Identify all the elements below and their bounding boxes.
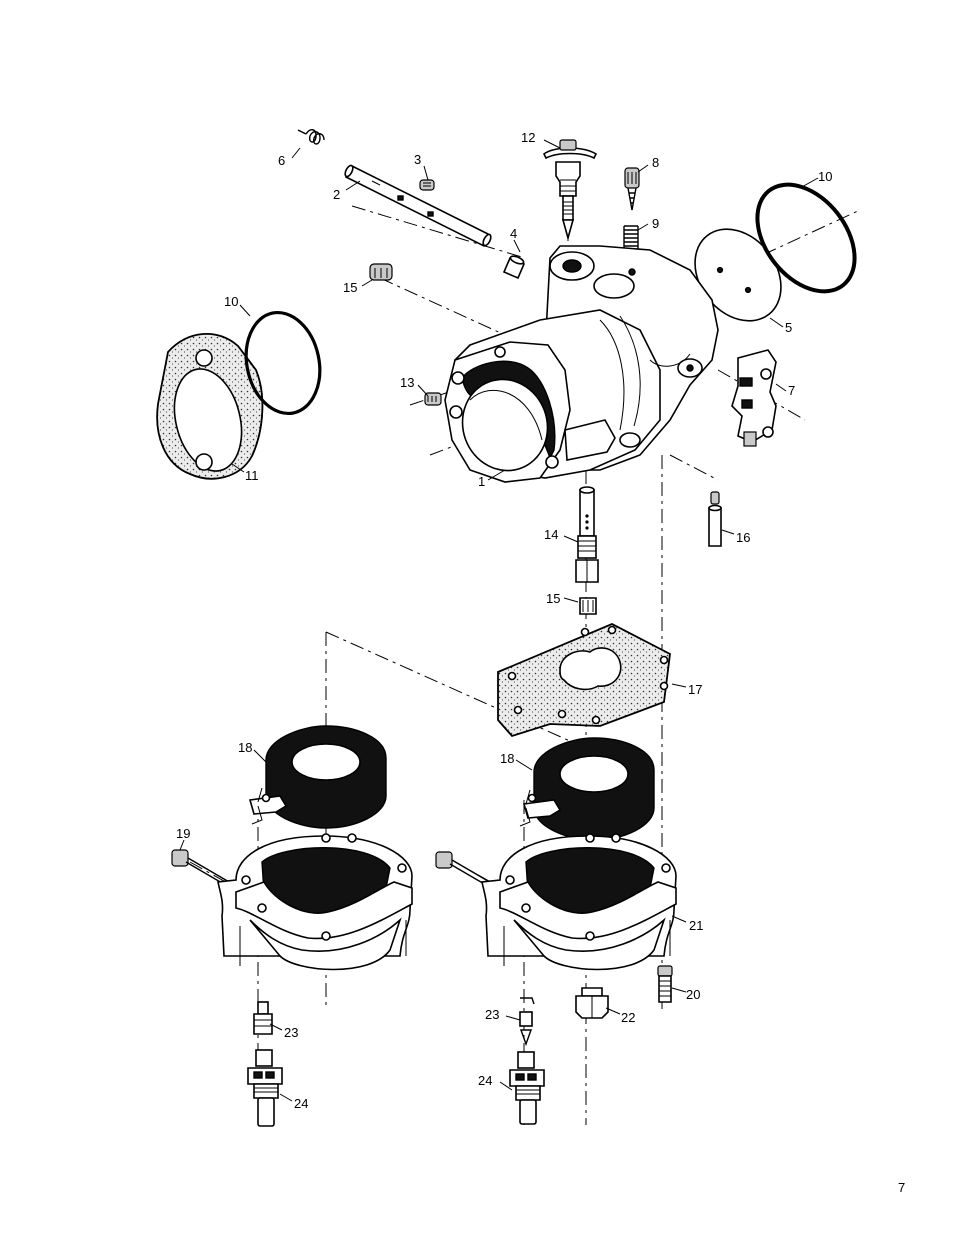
callout-21: 21 — [689, 918, 703, 933]
callout-12: 12 — [521, 130, 535, 145]
part-drain-plug-22 — [575, 987, 609, 1019]
part-screw-8 — [624, 167, 640, 211]
callout-5: 5 — [785, 320, 792, 335]
part-seat-24-left — [247, 1049, 283, 1127]
callout-2: 2 — [333, 187, 340, 202]
part-needle-23-left — [253, 1001, 273, 1035]
part-carburetor-body-1 — [444, 245, 719, 483]
callout-8: 8 — [652, 155, 659, 170]
part-spring-9 — [623, 225, 639, 251]
part-throttle-shaft-2 — [344, 164, 492, 248]
part-o-ring-10-upper — [755, 182, 857, 294]
callout-24-right: 24 — [478, 1073, 492, 1088]
part-o-ring-10-left — [244, 310, 322, 416]
callout-18-left: 18 — [238, 740, 252, 755]
callout-6: 6 — [278, 153, 285, 168]
part-seat-24-right — [509, 1051, 545, 1125]
callout-labels: 1 2 3 4 5 6 7 8 9 10 10 11 12 13 14 15 1… — [176, 130, 832, 1111]
callout-23-right: 23 — [485, 1007, 499, 1022]
callout-3: 3 — [414, 152, 421, 167]
callout-1: 1 — [478, 474, 485, 489]
callout-10-left: 10 — [224, 294, 238, 309]
callout-15-upper: 15 — [343, 280, 357, 295]
part-nozzle-14 — [575, 486, 599, 583]
part-bracket-7 — [731, 349, 777, 447]
callout-24-left: 24 — [294, 1096, 308, 1111]
part-screw-13 — [424, 392, 442, 406]
callout-10-upper: 10 — [818, 169, 832, 184]
callout-19: 19 — [176, 826, 190, 841]
callout-11: 11 — [245, 468, 259, 483]
callout-14: 14 — [544, 527, 558, 542]
part-float-18-right — [519, 737, 655, 841]
callout-15-lower: 15 — [546, 591, 560, 606]
callout-17: 17 — [688, 682, 702, 697]
callout-7: 7 — [788, 383, 795, 398]
leader-lines — [179, 139, 819, 1102]
part-needle-23-right — [519, 997, 535, 1047]
page-number: 7 — [898, 1180, 906, 1195]
callout-18-right: 18 — [500, 751, 514, 766]
part-gasket-17 — [497, 623, 671, 738]
callout-9: 9 — [652, 216, 659, 231]
part-float-bowl-left — [217, 833, 413, 971]
callout-23-left: 23 — [284, 1025, 298, 1040]
part-plug-15-upper — [369, 263, 393, 281]
part-plug-15-lower — [579, 597, 597, 615]
callout-22: 22 — [621, 1010, 635, 1025]
part-needle-valve-12 — [542, 139, 598, 241]
part-screw-3 — [419, 179, 435, 191]
part-pin-16 — [708, 491, 722, 547]
callout-4: 4 — [510, 226, 517, 241]
part-bushing-4 — [502, 255, 526, 280]
part-spring-6 — [297, 129, 325, 145]
callout-16: 16 — [736, 530, 750, 545]
callout-20: 20 — [686, 987, 700, 1002]
part-screw-20 — [657, 965, 673, 1003]
part-float-bowl-21 — [481, 833, 677, 971]
callout-13: 13 — [400, 375, 414, 390]
part-float-18-left — [248, 725, 387, 829]
part-gasket-11 — [156, 333, 264, 480]
